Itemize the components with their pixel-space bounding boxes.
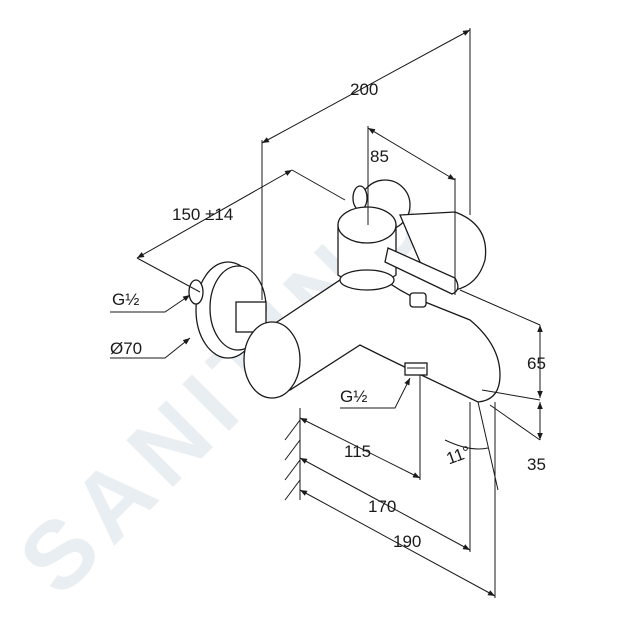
dim-115: 115 [344, 442, 371, 461]
dim-200: 200 [350, 80, 378, 99]
dim-rosette: Ø70 [110, 339, 142, 358]
dim-angle: 11° [444, 442, 473, 468]
dim-inlet-thread: G½ [112, 290, 139, 309]
dim-85: 85 [370, 147, 389, 166]
dim-150: 150 ±14 [172, 205, 233, 224]
faucet-body [188, 179, 501, 403]
dim-190: 190 [393, 532, 421, 551]
dim-35: 35 [527, 455, 546, 474]
dimension-lines [110, 28, 543, 598]
dim-outlet-thread: G½ [340, 387, 367, 406]
dim-170: 170 [368, 497, 396, 516]
wall-hatch [284, 408, 301, 501]
dim-65: 65 [527, 354, 546, 373]
